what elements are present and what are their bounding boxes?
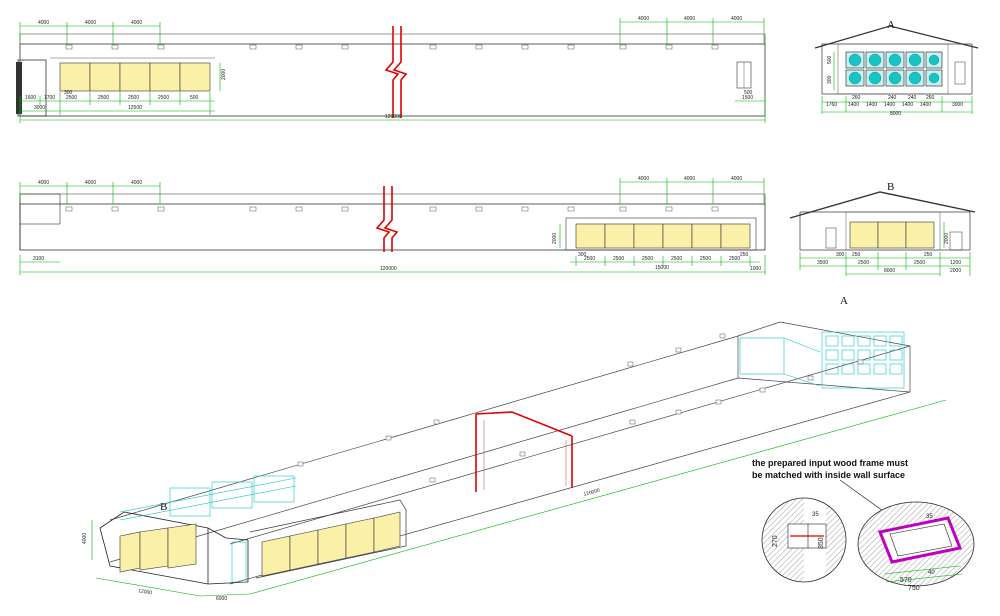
isometric-view: A B xyxy=(82,295,947,602)
dim-500: 500 xyxy=(190,95,199,101)
iso-length: 120000 xyxy=(583,487,601,497)
dim-3000: 3000 xyxy=(34,105,45,111)
fan-wall-iso xyxy=(739,331,905,389)
b-dim-2500a: 2500 xyxy=(858,260,869,266)
cooling-pad-row-b xyxy=(575,223,751,249)
fan-sp-5: 1400 xyxy=(920,102,931,108)
detail-35-left: 35 xyxy=(812,512,819,518)
dim-2500-c: 2500 xyxy=(128,95,139,101)
detail-750: 750 xyxy=(908,585,920,592)
end-a-side-500: 500 xyxy=(827,55,833,64)
mid-spacing-3: 4000 xyxy=(131,180,142,186)
b-dim-3500: 3500 xyxy=(817,260,828,266)
b-dim-2000v: 2000 xyxy=(944,233,950,244)
dim-2500-a: 2500 xyxy=(66,95,77,101)
pad-dim-2: 2500 xyxy=(613,256,624,262)
b-dim-2500b: 2500 xyxy=(914,260,925,266)
elevation-a: 4000 4000 4000 4000 4000 4000 1600 1700 … xyxy=(16,16,766,123)
b-dim-250b: 250 xyxy=(924,252,933,258)
door-dim-1500: 1500 xyxy=(742,95,753,101)
frame-detail: the prepared input wood frame must be ma… xyxy=(752,458,975,592)
iso-width-b: 12000 xyxy=(138,588,153,596)
iso-width-b2: 6000 xyxy=(216,596,227,602)
total-length-top: 120000 xyxy=(385,114,402,120)
b-right-dim: 2000 xyxy=(950,268,961,274)
mid-left-dim: 3100 xyxy=(33,256,44,262)
mid-right-spacing-1: 4000 xyxy=(638,176,649,182)
pad-dim-4: 2500 xyxy=(671,256,682,262)
pad-dim-5: 2500 xyxy=(700,256,711,262)
fan-dim-240a: 240 xyxy=(888,95,897,101)
end-view-a-label: A xyxy=(887,19,895,31)
fan-sp-3: 1400 xyxy=(884,102,895,108)
top-right-spacing-2: 4000 xyxy=(684,16,695,22)
pad-dim-6: 2500 xyxy=(729,256,740,262)
mid-right-spacing-2: 4000 xyxy=(684,176,695,182)
dim-300: 300 xyxy=(64,90,73,96)
window-row xyxy=(65,44,719,50)
cooling-pad-iso xyxy=(119,511,401,577)
pad-height: 2000 xyxy=(221,69,227,80)
top-spacing-2: 4000 xyxy=(85,20,96,26)
dim-12500: 12500 xyxy=(128,105,142,111)
b-dim-1200: 1200 xyxy=(950,260,961,266)
end-a-right: 3000 xyxy=(952,102,963,108)
mid-end-dim: 1000 xyxy=(750,266,761,272)
detail-270: 270 xyxy=(772,535,779,547)
fan-sp-2: 1400 xyxy=(866,102,877,108)
end-a-left: 1760 xyxy=(826,102,837,108)
iso-b-label: B xyxy=(160,501,167,513)
mid-right-spacing-3: 4000 xyxy=(731,176,742,182)
b-width: 8000 xyxy=(884,268,895,274)
elevation-b: 4000 4000 4000 4000 4000 4000 3100 2500 … xyxy=(19,176,766,275)
end-view-a: A 260 240 240 260 1400 1400 140 xyxy=(814,19,979,117)
dim-1600: 1600 xyxy=(25,95,36,101)
mid-spacing-2: 4000 xyxy=(85,180,96,186)
cooling-pad-row xyxy=(59,62,211,92)
end-view-b: B 300 250 250 2000 3500 2500 2500 1200 8… xyxy=(789,181,976,276)
detail-570: 570 xyxy=(900,577,912,584)
mid-pad-250: 250 xyxy=(740,252,749,258)
pad-total: 15000 xyxy=(655,265,669,271)
iso-a-label: A xyxy=(840,295,848,307)
dim-2500-b: 2500 xyxy=(98,95,109,101)
end-a-width: 8000 xyxy=(890,111,901,117)
top-spacing-3: 4000 xyxy=(131,20,142,26)
b-dim-250a: 250 xyxy=(852,252,861,258)
pad-dim-1: 2500 xyxy=(584,256,595,262)
break-symbol xyxy=(384,26,408,118)
detail-350: 350 xyxy=(818,537,825,549)
mid-pad-300: 300 xyxy=(578,252,587,258)
fan-sp-1: 1400 xyxy=(848,102,859,108)
dim-2500-d: 2500 xyxy=(158,95,169,101)
fan-dim-260b: 260 xyxy=(926,95,935,101)
total-length-mid: 120000 xyxy=(380,266,397,272)
fan-sp-4: 1400 xyxy=(902,102,913,108)
top-right-spacing-1: 4000 xyxy=(638,16,649,22)
detail-note-line-1: the prepared input wood frame must xyxy=(752,458,908,468)
detail-note-line-2: be matched with inside wall surface xyxy=(752,470,905,480)
detail-35-right: 35 xyxy=(926,514,933,520)
door-dim-500: 500 xyxy=(744,90,753,96)
end-a-side-300: 300 xyxy=(827,75,833,84)
roof-a xyxy=(814,25,979,49)
break-section-iso xyxy=(475,411,573,492)
fan-dim-240b: 240 xyxy=(908,95,917,101)
detail-40: 40 xyxy=(928,570,935,576)
dim-1700: 1700 xyxy=(44,95,55,101)
iso-height: 4000 xyxy=(82,533,88,544)
top-spacing-1: 4000 xyxy=(38,20,49,26)
mid-spacing-1: 4000 xyxy=(38,180,49,186)
mid-pad-height: 2000 xyxy=(552,233,558,244)
end-view-b-label: B xyxy=(887,181,894,193)
fan-dim-260a: 260 xyxy=(852,95,861,101)
b-dim-300: 300 xyxy=(836,252,845,258)
pad-dim-3: 2500 xyxy=(642,256,653,262)
top-right-spacing-3: 4000 xyxy=(731,16,742,22)
